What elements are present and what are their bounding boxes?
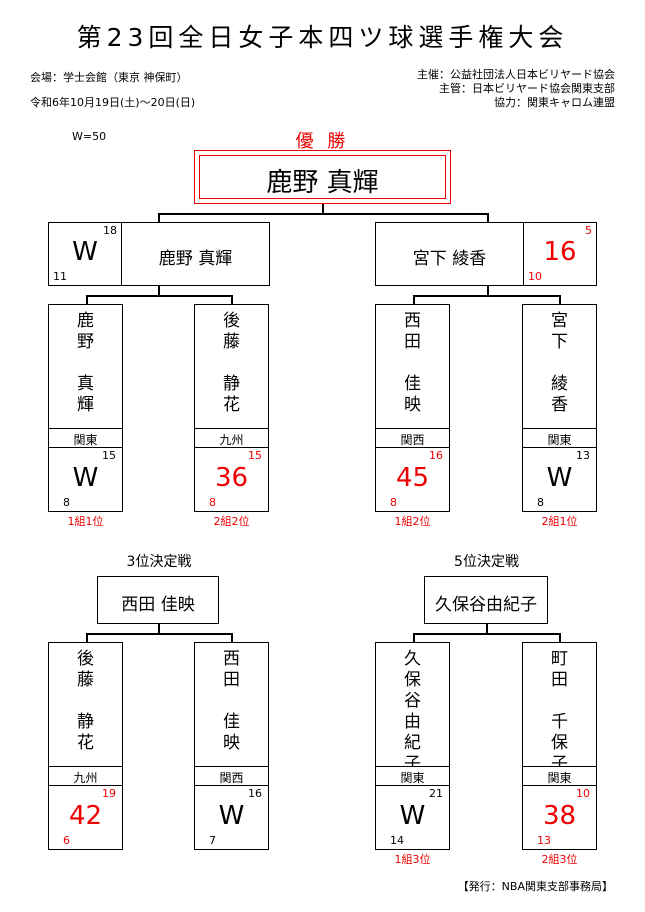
group-rank: 2組1位 [541, 515, 578, 528]
player-name: 後 藤 静 花 [77, 649, 94, 753]
player-name: 久 保 谷 由 紀 子 [404, 649, 421, 774]
semis-pref-box: 九州 [194, 428, 269, 448]
player-score: 36 [214, 463, 249, 493]
final-right-top-num: 5 [585, 224, 592, 237]
group-rank: 1組3位 [394, 853, 431, 866]
w-note: W=50 [72, 130, 107, 143]
fifth-place-label: 5位決定戦 [454, 554, 519, 570]
third-place-winner: 西田 佳映 [121, 595, 195, 615]
placement-player-name-box: 久 保 谷 由 紀 子 [375, 642, 450, 774]
score-bottom-num: 13 [537, 834, 551, 847]
semis-pref-box: 関西 [375, 428, 450, 448]
page-title: 第23回全日女子本四ツ球選手権大会 [76, 23, 569, 52]
group-rank: 2組3位 [541, 853, 578, 866]
player-name: 西 田 佳 映 [223, 649, 240, 753]
player-name: 町 田 千 保 子 [551, 649, 568, 774]
final-right-name: 宮下 綾香 [412, 249, 487, 269]
player-pref: 関東 [547, 433, 572, 447]
score-top-num: 16 [429, 449, 443, 462]
dates: 令和6年10月19日(土)～20日(日) [30, 96, 196, 109]
player-name: 宮 下 綾 香 [551, 311, 568, 415]
semis-player-name-box: 西 田 佳 映 [375, 304, 450, 429]
score-top-num: 10 [576, 787, 590, 800]
player-score: W [399, 801, 426, 831]
score-top-num: 19 [102, 787, 116, 800]
score-top-num: 21 [429, 787, 443, 800]
fifth-place-winner-box: 久保谷由紀子 [424, 576, 548, 624]
footer: 【発行：NBA関東支部事務局】 [457, 880, 613, 893]
score-bottom-num: 6 [63, 834, 70, 847]
semis-player-name-box: 鹿 野 真 輝 [48, 304, 123, 429]
final-right-name-box: 宮下 綾香 [375, 222, 524, 286]
venue: 会場：学士会館（東京 神保町） [30, 71, 188, 84]
player-score: W [72, 463, 99, 493]
final-right-bottom-num: 10 [528, 270, 542, 283]
score-bottom-num: 7 [209, 834, 216, 847]
score-top-num: 15 [248, 449, 262, 462]
final-left-name-box: 鹿野 真輝 [121, 222, 270, 286]
third-place-winner-box: 西田 佳映 [97, 576, 219, 624]
player-pref: 関東 [400, 771, 425, 785]
fifth-place-winner: 久保谷由紀子 [435, 595, 537, 615]
score-top-num: 13 [576, 449, 590, 462]
semis-player-name-box: 後 藤 静 花 [194, 304, 269, 429]
player-pref: 関東 [73, 433, 98, 447]
score-bottom-num: 8 [537, 496, 544, 509]
cooperation: 協力：関東キャロム連盟 [494, 96, 615, 109]
placement-pref-box: 関西 [194, 766, 269, 786]
player-pref: 関西 [400, 433, 425, 447]
player-pref: 九州 [219, 433, 244, 447]
player-score: 42 [68, 801, 103, 831]
player-name: 西 田 佳 映 [404, 311, 421, 415]
group-rank: 2組2位 [213, 515, 250, 528]
final-right-score: 16 [543, 237, 577, 267]
placement-pref-box: 九州 [48, 766, 123, 786]
player-pref: 関西 [219, 771, 244, 785]
placement-player-name-box: 町 田 千 保 子 [522, 642, 597, 774]
semis-pref-box: 関東 [48, 428, 123, 448]
placement-pref-box: 関東 [522, 766, 597, 786]
score-bottom-num: 14 [390, 834, 404, 847]
player-name: 鹿 野 真 輝 [77, 311, 94, 415]
final-left-bottom-num: 11 [53, 270, 67, 283]
player-pref: 関東 [547, 771, 572, 785]
semis-pref-box: 関東 [522, 428, 597, 448]
final-left-score: W [72, 237, 98, 267]
score-bottom-num: 8 [63, 496, 70, 509]
organizer: 主催：公益社団法人日本ビリヤード協会 [417, 68, 615, 81]
player-score: W [218, 801, 245, 831]
champion-label: 優 勝 [295, 131, 350, 152]
final-left-score-box: W 18 11 [48, 222, 122, 286]
player-pref: 九州 [73, 771, 98, 785]
placement-player-name-box: 後 藤 静 花 [48, 642, 123, 767]
player-score: W [546, 463, 573, 493]
champion-name: 鹿野 真輝 [266, 168, 379, 198]
third-place-label: 3位決定戦 [126, 554, 192, 570]
player-score: 45 [395, 463, 430, 493]
score-top-num: 16 [248, 787, 262, 800]
score-bottom-num: 8 [209, 496, 216, 509]
group-rank: 1組1位 [67, 515, 104, 528]
score-bottom-num: 8 [390, 496, 397, 509]
semis-player-name-box: 宮 下 綾 香 [522, 304, 597, 429]
score-top-num: 15 [102, 449, 116, 462]
final-left-name: 鹿野 真輝 [158, 249, 233, 269]
placement-pref-box: 関東 [375, 766, 450, 786]
player-name: 後 藤 静 花 [223, 311, 240, 415]
placement-player-name-box: 西 田 佳 映 [194, 642, 269, 767]
final-right-score-box: 16 5 10 [523, 222, 597, 286]
champion-box: 鹿野 真輝 [194, 150, 451, 204]
manager: 主管：日本ビリヤード協会関東支部 [439, 82, 615, 95]
final-left-top-num: 18 [103, 224, 117, 237]
player-score: 38 [542, 801, 577, 831]
group-rank: 1組2位 [394, 515, 431, 528]
